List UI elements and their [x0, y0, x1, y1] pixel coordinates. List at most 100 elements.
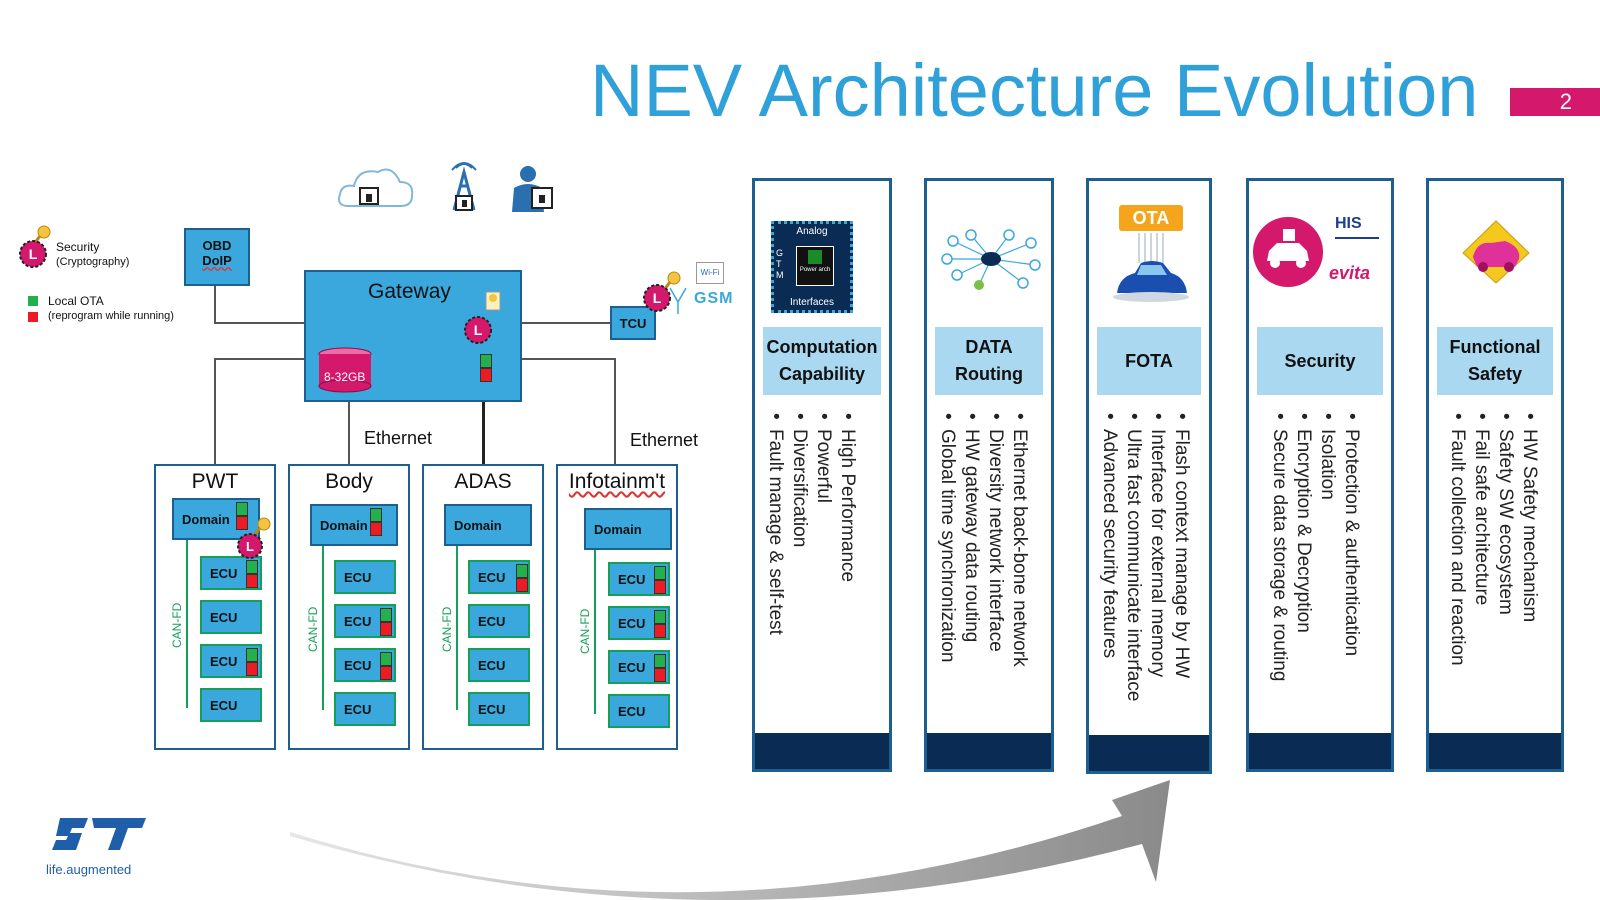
evolution-arrow [290, 780, 1170, 900]
ota-indicator [654, 654, 666, 682]
obd-doip-box: OBD DoIP [184, 228, 250, 286]
ecu-label: ECU [478, 613, 506, 629]
legend-ota-green [28, 296, 38, 306]
page-number: 2 [1510, 88, 1600, 116]
ecu-box: ECU [608, 694, 670, 728]
ecu-label: ECU [618, 571, 646, 587]
system-title: PWT [191, 470, 239, 493]
car-icon [1113, 233, 1189, 302]
ethernet-label-left: Ethernet [364, 428, 433, 448]
column-heading: Computation Capability [763, 327, 881, 395]
bullet-item: Ethernet back-bone network [1007, 413, 1031, 667]
gateway-box: Gateway 8-32GB L [304, 270, 522, 402]
column-data-routing: DATA Routing Ethernet back-bone network … [924, 178, 1054, 772]
ecu-label: ECU [478, 657, 506, 673]
column-heading: DATA Routing [935, 327, 1043, 395]
connector [214, 358, 304, 360]
bullet-item: Safety SW ecosystem [1493, 413, 1517, 666]
system-title: ADAS [454, 470, 512, 493]
bullet-item: Fault collection and reaction [1445, 413, 1469, 666]
system-infotainment: Infotainm't Domain CAN-FD ECU ECU ECU EC… [556, 464, 678, 750]
can-fd-label: CAN-FD [578, 608, 592, 654]
connector [520, 322, 612, 324]
column-fota: OTA FOTA Flash context manage by HW Inte… [1086, 178, 1212, 774]
domain-label: Domain [454, 517, 502, 533]
slide-title: NEV Architecture Evolution [590, 49, 1479, 132]
person-lock-icon [512, 166, 553, 212]
ota-indicator [380, 608, 392, 636]
chip-core-label: Power arch [799, 267, 831, 273]
bullet-item: Powerful [811, 413, 835, 635]
column-heading: FOTA [1097, 327, 1201, 395]
ota-indicator [516, 564, 528, 592]
column-footer [1089, 735, 1209, 771]
ecu-label: ECU [210, 697, 238, 713]
connector [214, 280, 216, 324]
tower-lock-icon [451, 162, 477, 211]
security-key-icon: L [643, 271, 681, 312]
bullet-list: Ethernet back-bone network Diversity net… [935, 413, 1031, 667]
ecu-label: ECU [344, 701, 372, 717]
connector [520, 358, 616, 360]
chip-bottom-label: Interfaces [790, 297, 834, 308]
bullet-item: Flash context manage by HW [1169, 413, 1193, 701]
legend-ota: Local OTA [48, 294, 104, 308]
svg-text:L: L [246, 539, 254, 554]
bullet-item: Encryption & Decryption [1291, 413, 1315, 681]
bullet-item: Interface for external memory [1145, 413, 1169, 701]
legend-security: Security [56, 240, 100, 254]
domain-box: Domain [584, 508, 672, 550]
column-footer [1429, 733, 1561, 769]
car-lock-icon [1253, 217, 1323, 287]
connectivity-icons [338, 162, 553, 212]
domain-box: Domain [444, 504, 532, 546]
bullet-list: High Performance Powerful Diversificatio… [763, 413, 859, 635]
domain-label: Domain [182, 511, 230, 527]
column-functional-safety: Functional Safety HW Safety mechanism Sa… [1426, 178, 1564, 772]
chip-top-label: Analog [796, 226, 828, 237]
ecu-label: ECU [618, 703, 646, 719]
chip-core: Power arch [796, 246, 834, 286]
domain-label: Domain [320, 517, 368, 533]
bullet-item: Fail safe architecture [1469, 413, 1493, 666]
ecu-box: ECU [200, 600, 262, 634]
chip-core-icon [808, 250, 822, 264]
domain-label: Domain [594, 521, 642, 537]
can-bus-line [594, 550, 596, 714]
can-bus-line [456, 546, 458, 710]
legend-security-sub: (Cryptography) [56, 256, 130, 268]
can-fd-label: CAN-FD [440, 606, 454, 652]
cloud-lock-icon [338, 168, 414, 207]
ota-indicator [246, 648, 258, 676]
ecu-label: ECU [210, 653, 238, 669]
ecu-box: ECU [334, 560, 396, 594]
ecu-label: ECU [478, 701, 506, 717]
ota-indicator [246, 560, 258, 588]
can-bus-line [186, 540, 188, 708]
column-footer [755, 733, 889, 769]
bullet-item: Fault manage & self-test [763, 413, 787, 635]
ecu-label: ECU [344, 569, 372, 585]
column-heading: Security [1257, 327, 1383, 395]
evita-logo: evita [1329, 263, 1371, 283]
bullet-item: HW Safety mechanism [1517, 413, 1541, 666]
st-logo-icon [52, 818, 146, 850]
bullet-item: Secure data storage & routing [1267, 413, 1291, 681]
chip-side-label: GTM [776, 248, 784, 280]
column-security: HIS evita Security Protection & authenti… [1246, 178, 1394, 772]
doip-label: DoIP [202, 253, 232, 268]
bullet-item: HW gateway data routing [959, 413, 983, 667]
domain-box: Domain [310, 504, 398, 546]
st-tagline: life.augmented [46, 862, 132, 877]
svg-text:L: L [29, 246, 38, 262]
warning-car-icon [1462, 220, 1530, 284]
ecu-label: ECU [210, 609, 238, 625]
security-key-icon: L [19, 225, 51, 268]
ecu-label: ECU [618, 615, 646, 631]
connector [614, 358, 616, 464]
connector [348, 402, 350, 464]
ecu-box: ECU [468, 692, 530, 726]
tcu-box: TCU [610, 306, 656, 340]
ota-indicator [370, 508, 382, 536]
bullet-list: HW Safety mechanism Safety SW ecosystem … [1445, 413, 1541, 666]
